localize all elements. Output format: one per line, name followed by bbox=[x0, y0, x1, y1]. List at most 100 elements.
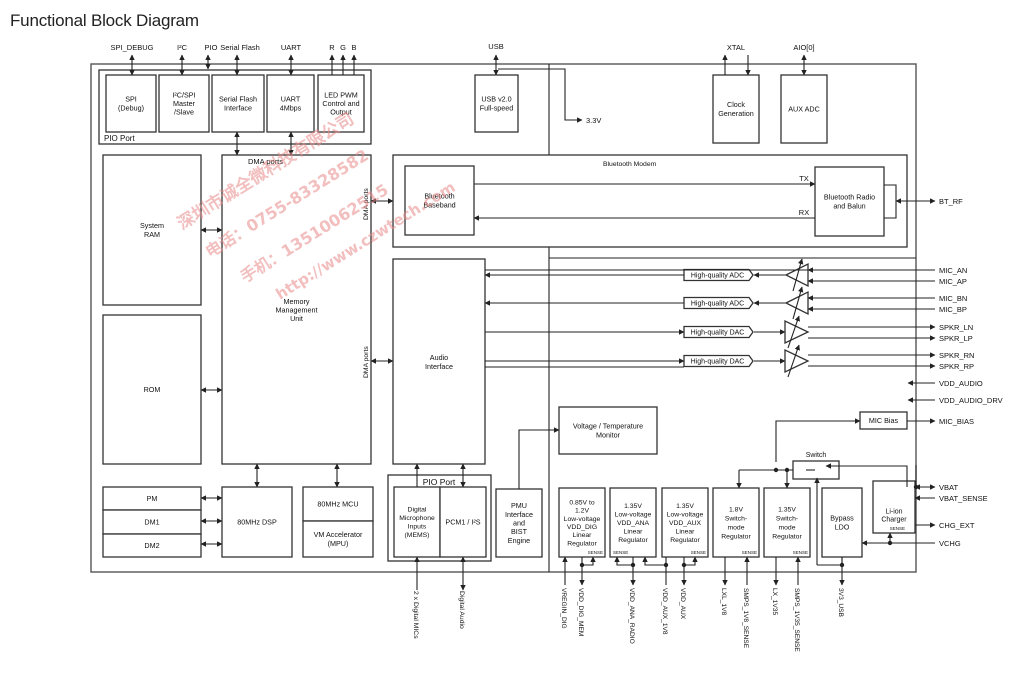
smps-1v8-block-label: Switch- bbox=[725, 515, 747, 522]
vm-accelerator-block-label: (MPU) bbox=[328, 539, 349, 548]
vdd-aux-regulator-block-label: 1.35V bbox=[676, 503, 694, 510]
dma-ports-bt-label: DMA ports bbox=[363, 188, 370, 220]
led-pwm-block-label: LED PWM bbox=[324, 90, 358, 99]
dac-1-label: High-quality DAC bbox=[691, 330, 745, 337]
dsp-block: 80MHz DSP bbox=[221, 486, 293, 558]
vdd-aux-regulator-block-label: Linear bbox=[676, 528, 696, 535]
pin-spkr-ln: SPKR_LN bbox=[939, 323, 973, 332]
pin-mic-bias: MIC_BIAS bbox=[939, 417, 974, 426]
pin-aio: AIO[0] bbox=[793, 43, 814, 52]
pmu-vtm-wire bbox=[518, 427, 560, 489]
sense-tag: SENSE bbox=[890, 526, 905, 531]
pin-digital-audio: Digital Audio bbox=[458, 591, 465, 629]
rom-block: ROM bbox=[102, 314, 202, 465]
switch-block-box bbox=[792, 460, 840, 480]
vdd-ana-regulator-block: 1.35VLow-voltageVDD_ANALinearRegulatorSE… bbox=[609, 487, 657, 558]
audio-interface-block-label: Interface bbox=[425, 362, 453, 371]
uart-block-label: 4Mbps bbox=[280, 103, 302, 112]
smps-1v8-block-label: Regulator bbox=[721, 533, 751, 540]
vdd-aux-regulator-block-box bbox=[661, 487, 709, 558]
dm1-block-box bbox=[102, 509, 202, 535]
li-ion-charger-block-label: Li-ion bbox=[885, 508, 902, 515]
digital-mic-block-label: Inputs bbox=[408, 524, 427, 531]
vdd-ana-regulator-block-label: Low-voltage bbox=[615, 511, 652, 518]
pin-spkr-rp: SPKR_RP bbox=[939, 362, 974, 371]
sense-tag: SENSE bbox=[613, 550, 628, 555]
usb-block-box bbox=[474, 74, 519, 133]
junction-dot bbox=[579, 562, 585, 568]
smps-1v35-block-label: mode bbox=[778, 524, 795, 531]
adc-2-shape bbox=[683, 296, 754, 310]
dac-2-shape bbox=[683, 354, 754, 368]
dac-2-label: High-quality DAC bbox=[691, 359, 745, 366]
dac-1-block: High-quality DAC bbox=[683, 325, 754, 339]
smps-1v35-block-label: 1.35V bbox=[778, 506, 796, 513]
junction-dot bbox=[913, 484, 919, 490]
gain-adjust-icon bbox=[792, 258, 804, 292]
pin-usb: USB bbox=[488, 42, 503, 51]
li-ion-charger-block-box bbox=[872, 480, 916, 534]
li-ion-charger-block-label: Charger bbox=[881, 517, 907, 524]
pmu-block-label: PMU bbox=[511, 501, 527, 510]
vdd-ana-regulator-block-label: Regulator bbox=[618, 537, 648, 544]
bt-radio-block-label: and Balun bbox=[833, 201, 865, 210]
rom-block-label: ROM bbox=[144, 385, 161, 394]
dm2-block-label: DM2 bbox=[144, 541, 159, 550]
vdd-dig-regulator-block-label: 0.85V to bbox=[569, 499, 595, 506]
aux-1v8-loop bbox=[642, 556, 666, 566]
digital-mic-block-label: Digital bbox=[408, 507, 427, 514]
vdd-dig-regulator-block-label: 1.2V bbox=[575, 508, 589, 515]
dm2-block: DM2 bbox=[102, 533, 202, 558]
vdd-dig-regulator-block-label: Low-voltage bbox=[564, 516, 601, 523]
switch-label: Switch bbox=[806, 452, 827, 459]
pmu-block-label: Engine bbox=[508, 536, 530, 545]
uart-block-box bbox=[266, 74, 315, 133]
vm-accelerator-block-label: VM Accelerator bbox=[314, 530, 363, 539]
pio-port-top-label: PIO Port bbox=[104, 134, 135, 143]
pin-vdd-aux: VDD_AUX bbox=[679, 588, 686, 620]
pmu-block-label: and bbox=[513, 519, 525, 528]
bt-baseband-block-label: Bluetooth bbox=[424, 192, 454, 201]
vdd-dig-regulator-block-label: Linear bbox=[573, 532, 593, 539]
pin-chg-ext: CHG_EXT bbox=[939, 521, 975, 530]
sense-tag: SENSE bbox=[742, 550, 757, 555]
serial-flash-block-box bbox=[211, 74, 265, 133]
ana-sense-loop bbox=[614, 556, 633, 566]
pin-smps-1v35-sense: SMPS_1V35_SENSE bbox=[793, 588, 800, 652]
vdd-aux-regulator-block-label: Low-voltage bbox=[667, 511, 704, 518]
pin-vdd-dig-mem: VDD_DIG_MEM bbox=[577, 588, 584, 636]
pm-block-label: PM bbox=[147, 494, 158, 503]
pin-vchg: VCHG bbox=[939, 539, 961, 548]
pin-b: B bbox=[351, 43, 356, 52]
bt-baseband-block-box bbox=[404, 165, 475, 236]
rom-block-box bbox=[102, 314, 202, 465]
pin-mic-bn: MIC_BN bbox=[939, 294, 967, 303]
led-pwm-block-box bbox=[317, 74, 365, 133]
pin-vdd-aux-1v8: VDD_AUX_1V8 bbox=[661, 588, 668, 635]
pin-lx-1v35: LX_1V35 bbox=[771, 588, 778, 615]
vm-accelerator-block: VM Accelerator(MPU) bbox=[302, 520, 374, 558]
dsp-block-label: 80MHz DSP bbox=[237, 518, 277, 527]
gain-adjust-icon bbox=[787, 344, 800, 378]
dig-sense-loop bbox=[582, 556, 596, 566]
pin-spi-debug: SPI_DEBUG bbox=[111, 43, 154, 52]
mmu-block-label: Management bbox=[276, 306, 318, 315]
bt-baseband-block-label: Baseband bbox=[423, 200, 455, 209]
smps-1v35-block-box bbox=[763, 487, 811, 558]
adc-1-block: High-quality ADC bbox=[683, 268, 754, 282]
dm1-block: DM1 bbox=[102, 509, 202, 535]
bypass-ldo-block-box bbox=[821, 487, 863, 558]
pm-block: PM bbox=[102, 486, 202, 511]
bt-modem-label: Bluetooth Modem bbox=[603, 161, 657, 168]
vdd-dig-regulator-block-label: VDD_DIG bbox=[567, 524, 597, 531]
serial-flash-block-label: Interface bbox=[224, 103, 252, 112]
